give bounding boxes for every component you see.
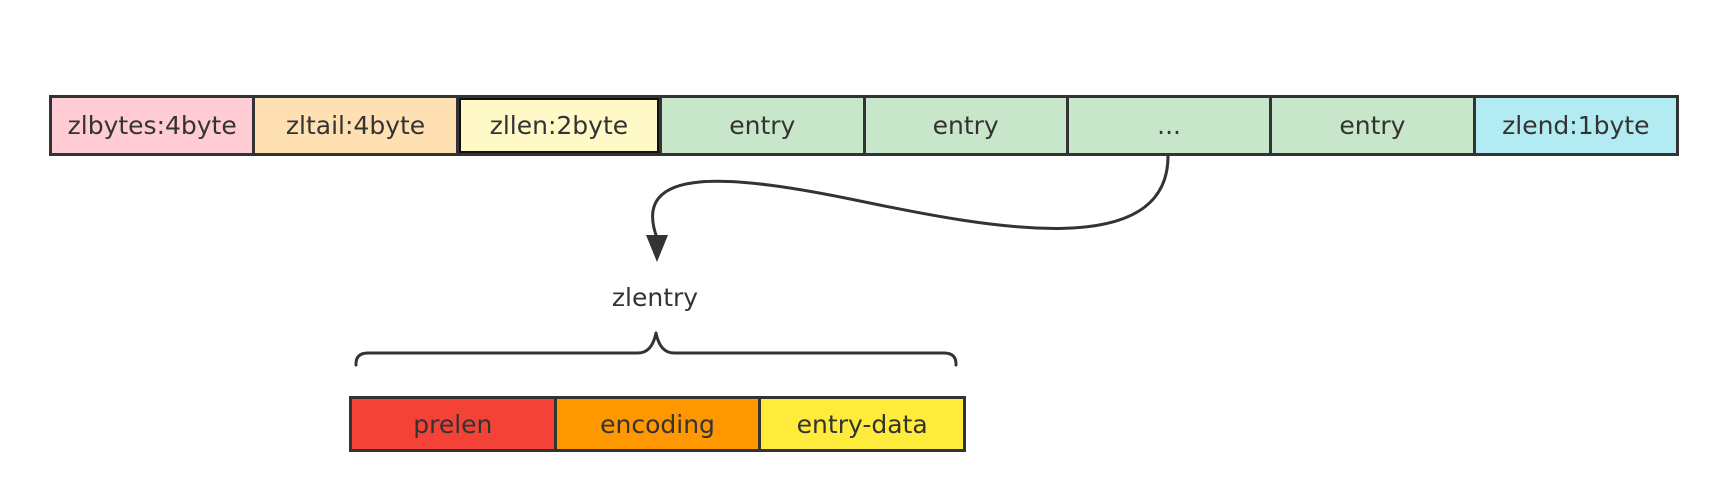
segment-zltail-label: zltail:4byte	[285, 111, 426, 140]
field-entry-data: entry-data	[758, 399, 964, 449]
segment-ellipsis-label: ...	[1157, 111, 1181, 140]
segment-entry-2: entry	[862, 98, 1066, 153]
segment-zlbytes-label: zlbytes:4byte	[67, 111, 237, 140]
segment-zlend-label: zlend:1byte	[1502, 111, 1650, 140]
field-encoding: encoding	[553, 399, 759, 449]
segment-entry-n: entry	[1269, 98, 1473, 153]
segment-zlbytes: zlbytes:4byte	[52, 98, 253, 153]
field-prelen: prelen	[352, 399, 554, 449]
zlentry-title: zlentry	[611, 283, 699, 312]
segment-entry-1: entry	[659, 98, 863, 153]
segment-zlend: zlend:1byte	[1472, 98, 1676, 153]
field-prelen-label: prelen	[413, 409, 493, 439]
segment-entry-2-label: entry	[932, 111, 999, 140]
segment-entry-n-label: entry	[1339, 111, 1406, 140]
expand-arrow-head	[646, 235, 668, 262]
segment-zllen: zllen:2byte	[455, 98, 660, 153]
ziplist-structure: zlbytes:4byte zltail:4byte zllen:2byte e…	[49, 95, 1679, 156]
expand-arrow-curve	[651, 154, 1170, 240]
segment-entry-1-label: entry	[729, 111, 796, 140]
segment-zllen-label: zllen:2byte	[489, 111, 629, 140]
zlentry-brace	[354, 331, 958, 367]
field-entry-data-label: entry-data	[796, 409, 928, 439]
segment-ellipsis: ...	[1065, 98, 1270, 153]
field-encoding-label: encoding	[600, 409, 715, 439]
zlentry-structure: prelen encoding entry-data	[349, 396, 966, 452]
segment-zltail: zltail:4byte	[252, 98, 456, 153]
